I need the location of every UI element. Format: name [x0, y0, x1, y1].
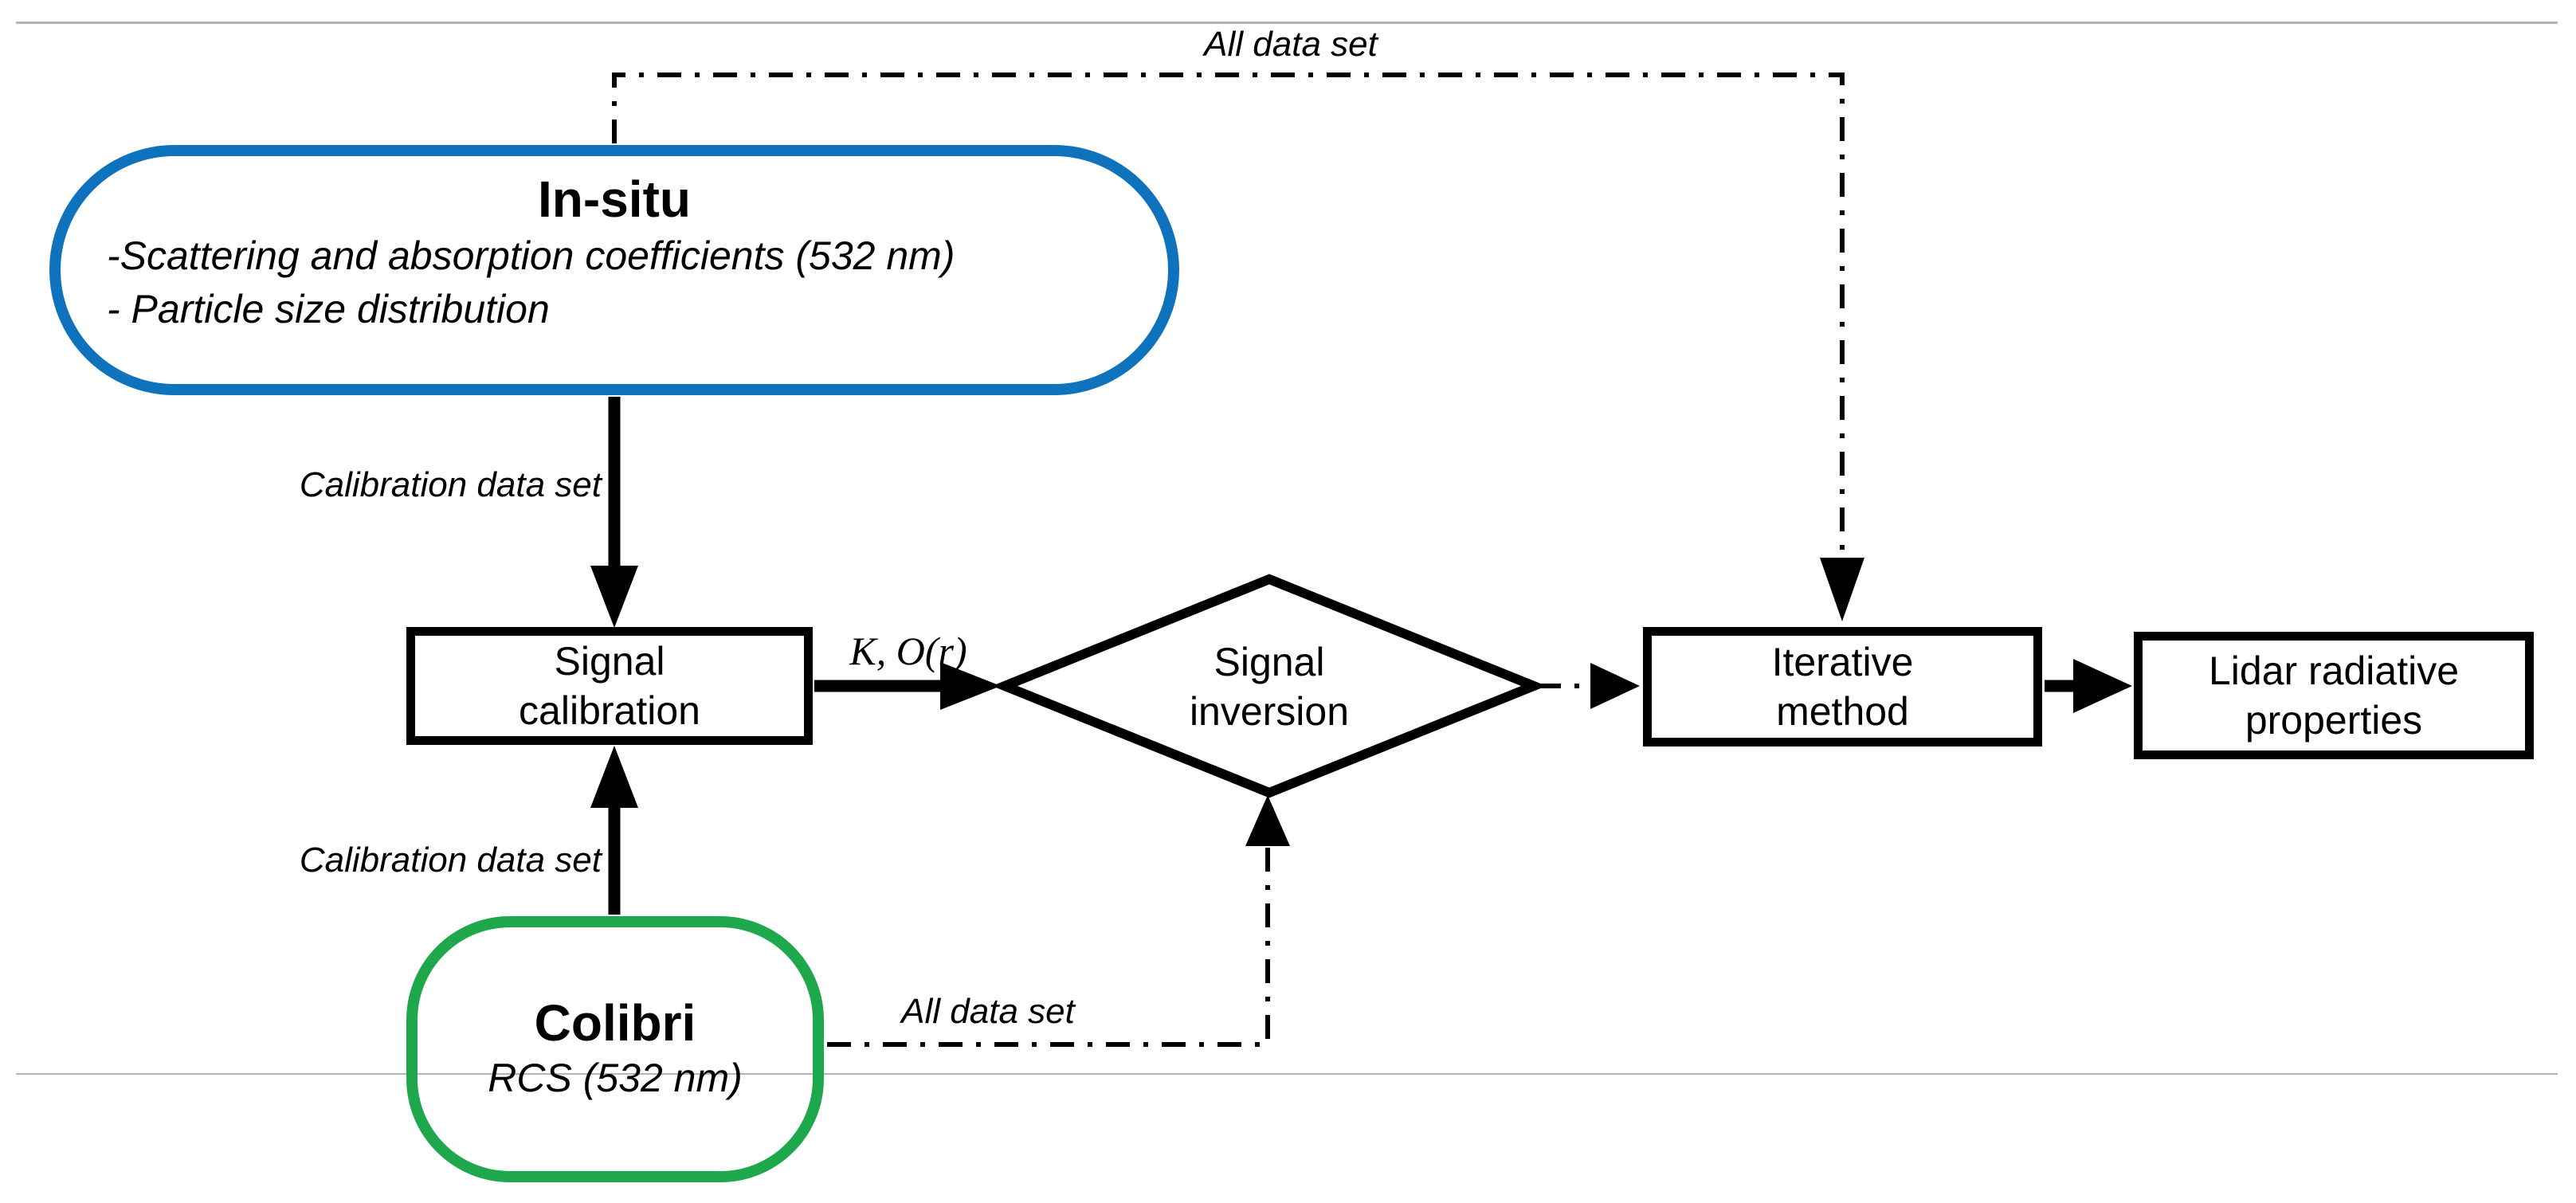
colibri-node: Colibri RCS (532 nm)	[406, 916, 824, 1182]
iterative-to-lidar-arrowhead	[2073, 659, 2132, 713]
colibri-title: Colibri	[534, 993, 696, 1052]
colibri-to-calibration-arrowhead	[590, 746, 638, 808]
colibri-subtitle: RCS (532 nm)	[488, 1056, 743, 1101]
bottom-divider-line	[16, 1073, 2558, 1075]
all-data-set-bottom-label: All data set	[901, 992, 1075, 1031]
all-data-set-top-connector	[612, 72, 1845, 562]
insitu-details: -Scattering and absorption coefficients …	[107, 233, 955, 332]
all-data-set-top-arrowhead	[1820, 558, 1864, 621]
insitu-to-calibration-arrowhead	[590, 566, 638, 628]
k-o-r-label: K, O(r)	[849, 629, 967, 673]
all-data-set-bottom-arrowhead	[1245, 795, 1290, 846]
lidar-radiative-properties-label: Lidar radiative properties	[2208, 648, 2460, 743]
lidar-radiative-properties-node: Lidar radiative properties	[2134, 632, 2534, 759]
signal-calibration-node: Signal calibration	[406, 627, 813, 745]
all-data-set-top-label: All data set	[1204, 25, 1378, 64]
iterative-method-node: Iterative method	[1643, 627, 2042, 746]
signal-inversion-node: Signal inversion	[1110, 629, 1429, 744]
iterative-method-label: Iterative method	[1771, 639, 1914, 735]
insitu-node: In-situ -Scattering and absorption coeff…	[49, 145, 1179, 395]
top-divider-line	[16, 22, 2558, 24]
calibration-data-set-top-label: Calibration data set	[299, 465, 602, 504]
calibration-data-set-bottom-label: Calibration data set	[299, 841, 602, 880]
calibration-to-inversion-arrowhead	[940, 662, 1001, 710]
insitu-title: In-situ	[538, 170, 691, 228]
signal-inversion-label: Signal inversion	[1189, 639, 1350, 735]
signal-calibration-label: Signal calibration	[519, 638, 700, 734]
all-data-set-bottom-connector	[827, 843, 1270, 1047]
diamond-to-iterative-arrowhead	[1590, 663, 1640, 709]
signal-inversion-diamond	[991, 574, 1547, 798]
